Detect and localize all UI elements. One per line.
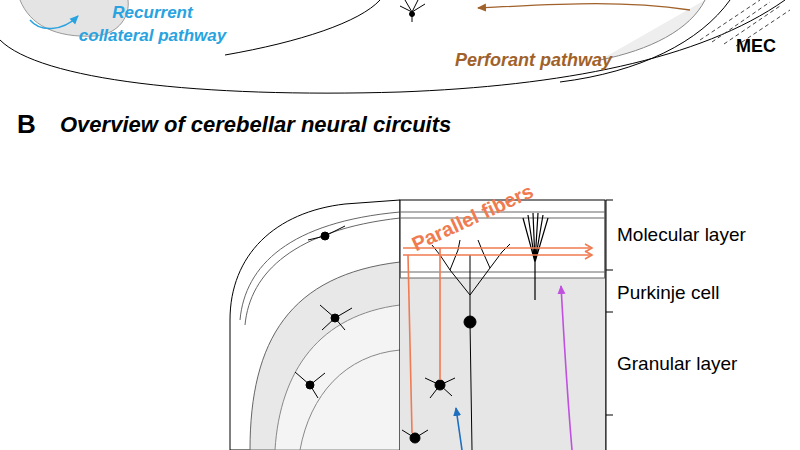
illustration-stroke [225, 0, 380, 55]
illustration-stroke [410, 12, 415, 17]
illustration-stroke [308, 226, 345, 240]
layer-label: Purkinje cell [617, 282, 719, 305]
illustration-stroke [400, 278, 605, 450]
pathway-label: Perforant pathway [455, 50, 612, 72]
illustration-stroke [585, 244, 592, 259]
layer-label: Molecular layer [617, 224, 746, 247]
illustration-stroke [400, 0, 425, 22]
illustration-stroke [245, 218, 400, 325]
illustration-stroke [30, 16, 78, 29]
panel-letter: B [17, 109, 36, 140]
pathway-label: Recurrent collateral pathway [75, 2, 230, 48]
illustration-stroke [0, 0, 785, 93]
illustration-stroke [300, 350, 400, 450]
layer-label: Granular layer [617, 353, 737, 376]
illustration-stroke [402, 430, 428, 438]
input-arrows [456, 286, 572, 450]
illustration-stroke [561, 286, 572, 450]
illustration-stroke [408, 248, 440, 433]
illustration-stroke [275, 305, 400, 450]
illustration-stroke [230, 200, 400, 450]
illustration-stroke [456, 408, 462, 450]
hippocampus-fragment [0, 0, 790, 93]
illustration-stroke [478, 4, 690, 10]
illustration-stroke [295, 372, 325, 398]
illustration-stroke [606, 200, 613, 450]
illustration-stroke [440, 250, 502, 450]
panel-title: Overview of cerebellar neural circuits [60, 112, 451, 138]
illustration-stroke [400, 272, 605, 278]
illustration-stroke [523, 213, 548, 300]
region-label: MEC [736, 36, 776, 58]
illustration-stroke [425, 378, 455, 398]
illustration-stroke [250, 262, 400, 450]
illustration-stroke [600, 0, 705, 60]
illustration-stroke [240, 212, 400, 320]
illustration-stroke [320, 305, 352, 330]
